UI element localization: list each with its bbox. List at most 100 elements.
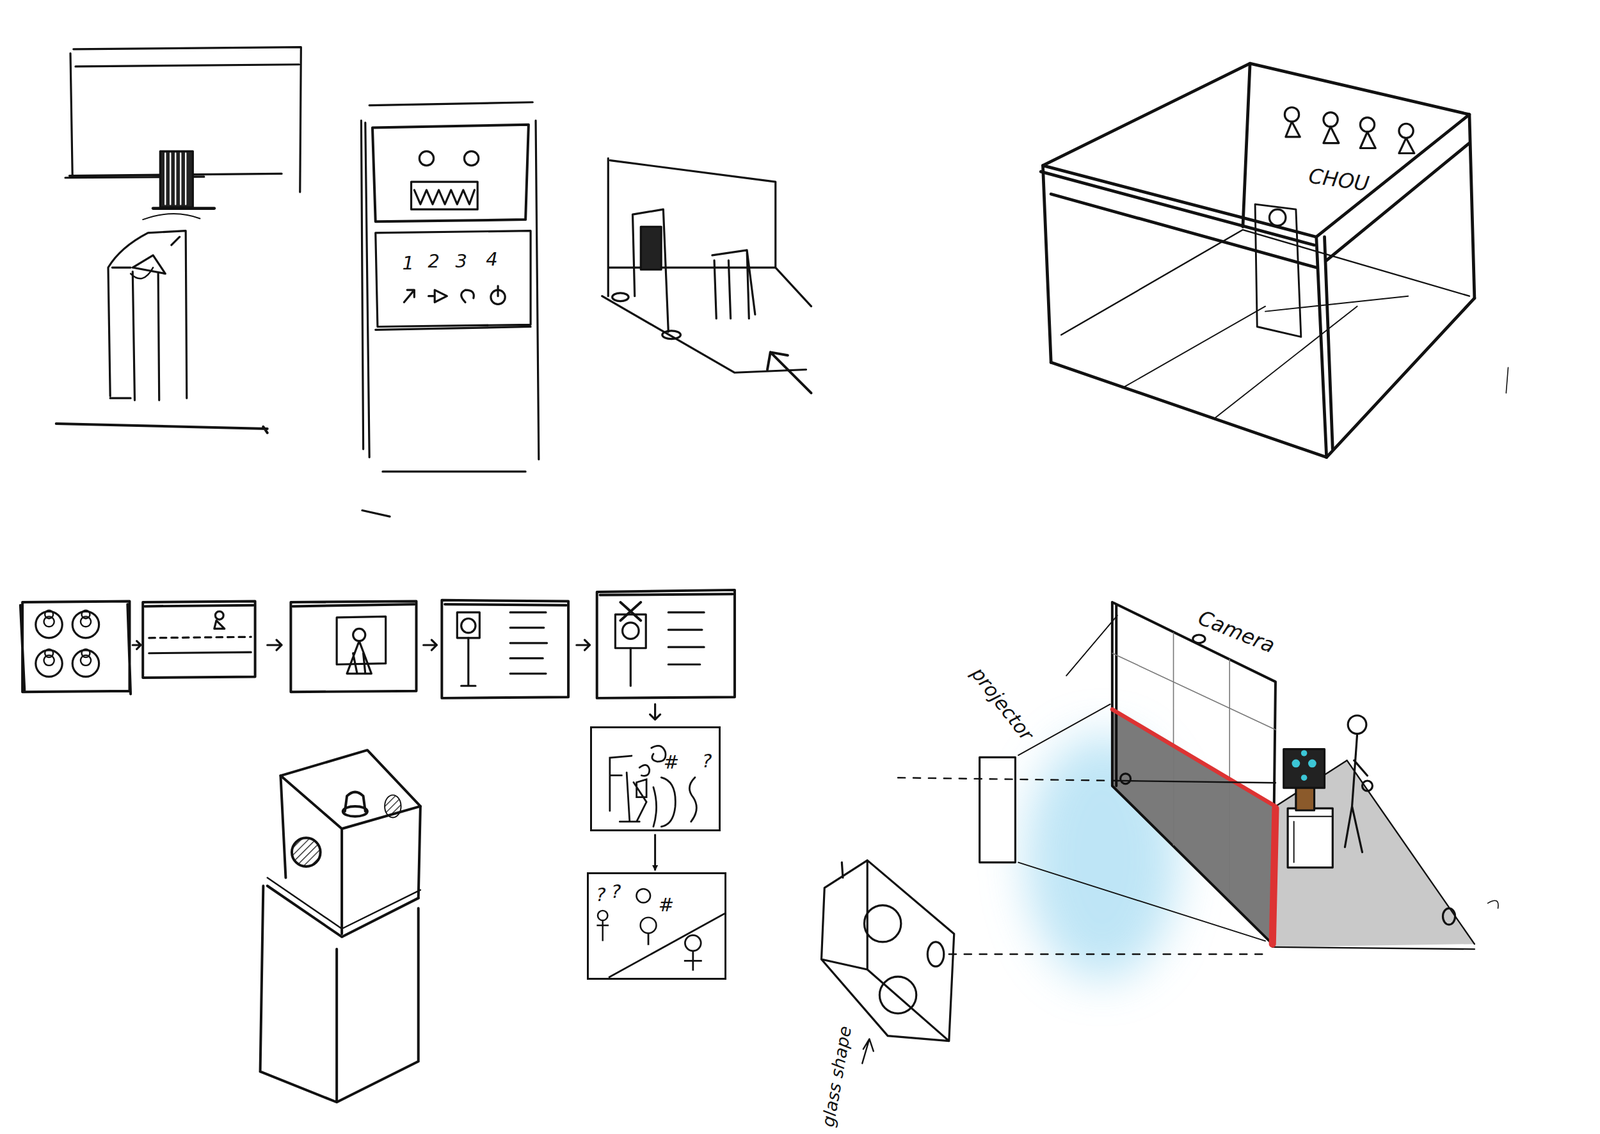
cube-sketch <box>1360 131 1376 149</box>
installation-sketch <box>1344 734 1368 852</box>
storyboard-sketch <box>423 640 438 651</box>
installation-sketch <box>1283 749 1325 789</box>
frame-sketch <box>596 920 609 941</box>
screen-sketch <box>160 151 193 208</box>
installation-sketch <box>1301 774 1308 781</box>
handwritten-label: glass shape <box>819 1024 854 1129</box>
storyboard-sketch <box>132 641 141 650</box>
frame-sketch <box>636 888 651 904</box>
screen-sketch <box>152 206 215 210</box>
cube-sketch <box>1285 121 1300 137</box>
kiosk-sketch <box>428 289 448 303</box>
installation-sketch <box>1112 709 1276 806</box>
room-sketch <box>767 352 812 393</box>
installation-sketch <box>1347 715 1367 735</box>
handwritten-label: 2 <box>427 252 440 271</box>
kiosk-sketch <box>496 286 499 297</box>
kiosk-sketch <box>461 289 475 303</box>
glass-shape-sketch <box>927 942 944 967</box>
room-sketch <box>612 293 630 302</box>
sketch-mark: # <box>663 752 680 772</box>
frame-sketch <box>684 951 703 971</box>
cube-sketch <box>1042 63 1474 457</box>
room-sketch <box>640 226 662 270</box>
storyboard-sketch <box>456 612 480 639</box>
cube-sketch <box>1284 107 1414 154</box>
storyboard-sketch <box>149 652 251 654</box>
room-sketch <box>712 250 756 319</box>
storyboard-sketch <box>35 611 63 638</box>
pedestal-sketch <box>260 750 421 1103</box>
sketch-mark: ? <box>702 752 712 771</box>
glass-shape-sketch <box>821 860 954 1041</box>
frame-sketch <box>609 745 696 827</box>
storyboard-frame: #? <box>590 726 721 832</box>
installation-sketch <box>1291 759 1300 768</box>
kiosk-sketch <box>360 102 539 517</box>
cube-sketch <box>1061 229 1470 335</box>
cube-sketch <box>1255 204 1302 337</box>
glass-shape-sketch <box>864 905 901 943</box>
sketch-mark: # <box>658 896 674 915</box>
installation-sketch <box>1362 780 1373 792</box>
kiosk-sketch <box>411 181 479 210</box>
installation-sketch <box>1112 602 1276 944</box>
storyboard-sketch <box>510 612 547 674</box>
handwritten-label: Camera <box>1195 607 1278 657</box>
frame-sketch <box>608 913 725 978</box>
storyboard-sketch <box>214 620 225 630</box>
storyboard-sketch <box>461 618 476 633</box>
storyboard-sketch <box>576 640 591 651</box>
installation-sketch <box>1018 615 1266 942</box>
flow-arrow <box>654 833 656 871</box>
pedestal-sketch <box>291 837 321 867</box>
storyboard-sketch <box>441 600 569 699</box>
installation-sketch <box>1287 808 1333 868</box>
storyboard-sketch <box>149 636 251 639</box>
storyboard-sketch <box>668 612 704 665</box>
pedestal-sketch <box>260 885 419 1103</box>
cube-sketch <box>1050 298 1475 458</box>
storyboard-sketch <box>72 650 99 677</box>
storyboard-sketch <box>142 600 255 678</box>
storyboard-sketch <box>44 610 91 666</box>
storyboard-sketch <box>35 650 63 677</box>
kiosk-sketch <box>375 231 531 331</box>
cube-sketch <box>1505 367 1508 393</box>
cube-sketch <box>1360 117 1375 132</box>
handwritten-label: projector <box>967 664 1037 745</box>
installation-sketch <box>897 602 1499 980</box>
cube-sketch <box>1269 209 1286 226</box>
kiosk-sketch <box>419 151 434 166</box>
pedestal-sketch <box>384 794 402 818</box>
storyboard-sketch <box>597 590 735 699</box>
glass-shape-sketch <box>879 976 916 1014</box>
storyboard-sketch <box>267 640 282 651</box>
storyboard-frame: ??# <box>586 872 727 980</box>
storyboard-sketch <box>215 611 224 620</box>
installation-sketch <box>1272 808 1276 944</box>
room-sketch <box>602 158 812 373</box>
installation-sketch <box>1488 900 1499 909</box>
installation-sketch <box>1192 634 1206 644</box>
storyboard-sketch <box>353 628 366 641</box>
frame-sketch <box>592 728 719 830</box>
storyboard-sketch <box>20 600 131 694</box>
storyboard-sketch <box>629 648 632 687</box>
room-sketch <box>602 158 812 393</box>
room-sketch <box>662 330 681 340</box>
installation-sketch <box>1122 780 1276 783</box>
frame-sketch <box>597 910 608 921</box>
screen-sketch <box>165 152 186 205</box>
screen-sketch <box>56 423 268 433</box>
sketch-illustration <box>20 47 1509 1103</box>
cube-sketch <box>1323 112 1338 127</box>
installation-sketch <box>1301 750 1308 757</box>
storyboard-sketch <box>620 602 641 621</box>
installation-sketch <box>979 757 1016 863</box>
screen-sketch <box>142 213 200 220</box>
kiosk-sketch <box>360 102 539 517</box>
